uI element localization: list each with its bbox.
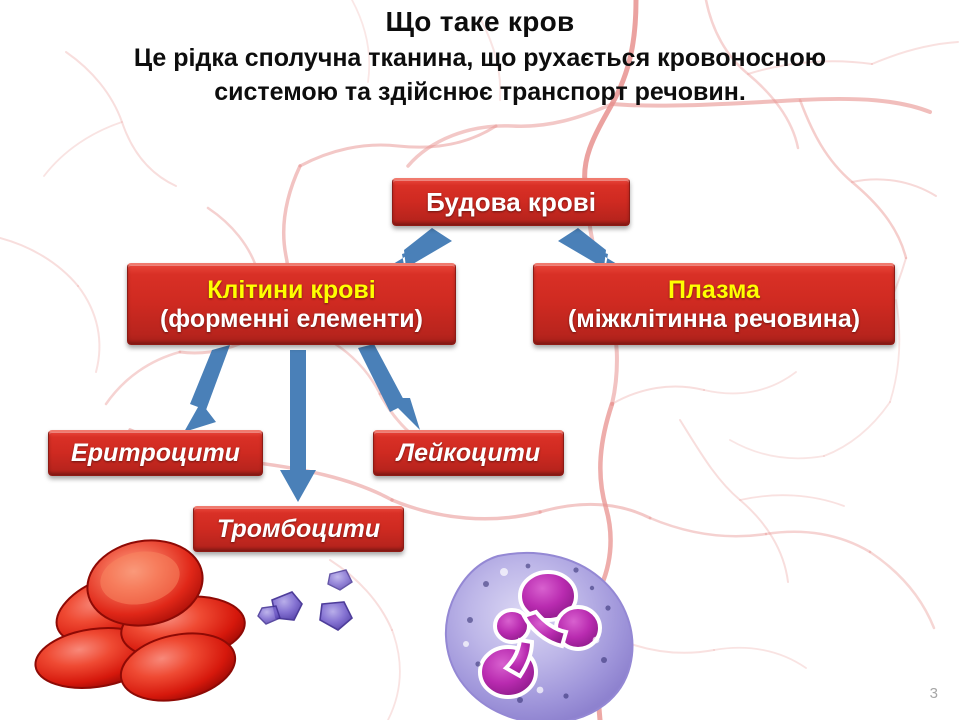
diagram-node-budova-krovi[interactable]: Будова крові — [392, 178, 630, 226]
node-label-line2: (міжклітинна речовина) — [567, 304, 861, 333]
leukocyte-cell — [445, 551, 634, 720]
diagram-node-klityny-krovi[interactable]: Клітини крові (форменні елементи) — [127, 263, 456, 345]
page-number: 3 — [929, 685, 938, 702]
page-subtitle: Це рідка сполучна тканина, що рухається … — [133, 44, 827, 106]
title-block: Що таке кров Це рідка сполучна тканина, … — [60, 6, 900, 110]
arrow-klityny-to-erytrocyty — [184, 345, 230, 432]
arrow-klityny-to-trombocyty — [280, 350, 316, 502]
node-label: Тромбоцити — [216, 515, 381, 544]
node-label: Будова крові — [426, 186, 596, 217]
node-label: Лейкоцити — [396, 439, 541, 468]
arrow-klityny-to-leikocyty — [358, 344, 420, 430]
node-label-line1: Клітини крові — [207, 276, 376, 304]
page-title: Що таке кров — [385, 6, 575, 37]
diagram-node-erytrocyty[interactable]: Еритроцити — [48, 430, 263, 476]
diagram-node-trombocyty[interactable]: Тромбоцити — [193, 506, 404, 552]
node-label-line1: Плазма — [668, 276, 760, 304]
node-label: Еритроцити — [71, 439, 240, 468]
erythrocytes-cluster — [34, 539, 246, 702]
platelets-cluster — [257, 569, 353, 631]
diagram-node-leikocyty[interactable]: Лейкоцити — [373, 430, 564, 476]
diagram-node-plazma[interactable]: Плазма (міжклітинна речовина) — [533, 263, 895, 345]
node-label-line2: (форменні елементи) — [159, 304, 424, 333]
